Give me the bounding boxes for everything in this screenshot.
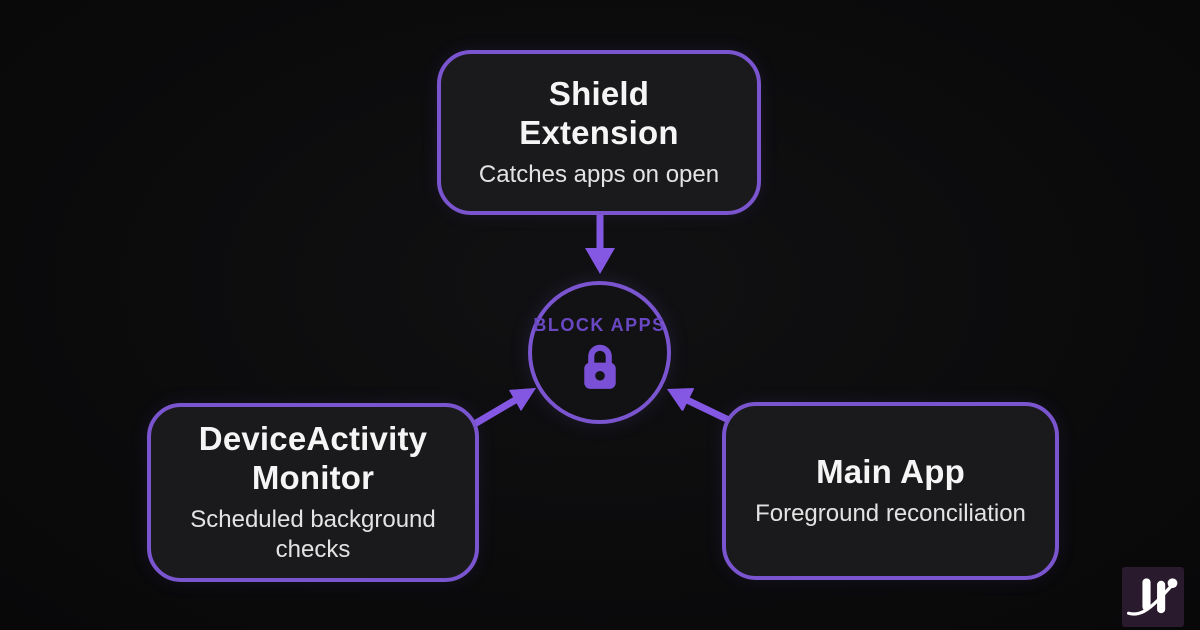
node-subtitle: Scheduled background checks: [190, 505, 436, 563]
node-shield-extension: Shield Extension Catches apps on open: [437, 50, 761, 215]
node-title: DeviceActivity Monitor: [198, 420, 428, 496]
node-main-app: Main App Foreground reconciliation: [722, 402, 1059, 580]
arrow-shield-to-hub: [585, 214, 615, 274]
arrow-device-to-hub: [464, 388, 536, 433]
node-subtitle: Foreground reconciliation: [755, 499, 1026, 527]
hub-block-apps: BLOCK APPS: [528, 281, 671, 424]
lock-icon: [583, 344, 616, 389]
brand-logo: [1122, 567, 1184, 627]
node-subtitle: Catches apps on open: [478, 160, 720, 188]
node-title: Main App: [816, 453, 965, 491]
node-deviceactivity-monitor: DeviceActivity Monitor Scheduled backgro…: [147, 403, 479, 582]
hub-label: BLOCK APPS: [533, 315, 666, 335]
node-title: Shield Extension: [519, 75, 679, 151]
brand-h-icon: [1127, 578, 1178, 616]
